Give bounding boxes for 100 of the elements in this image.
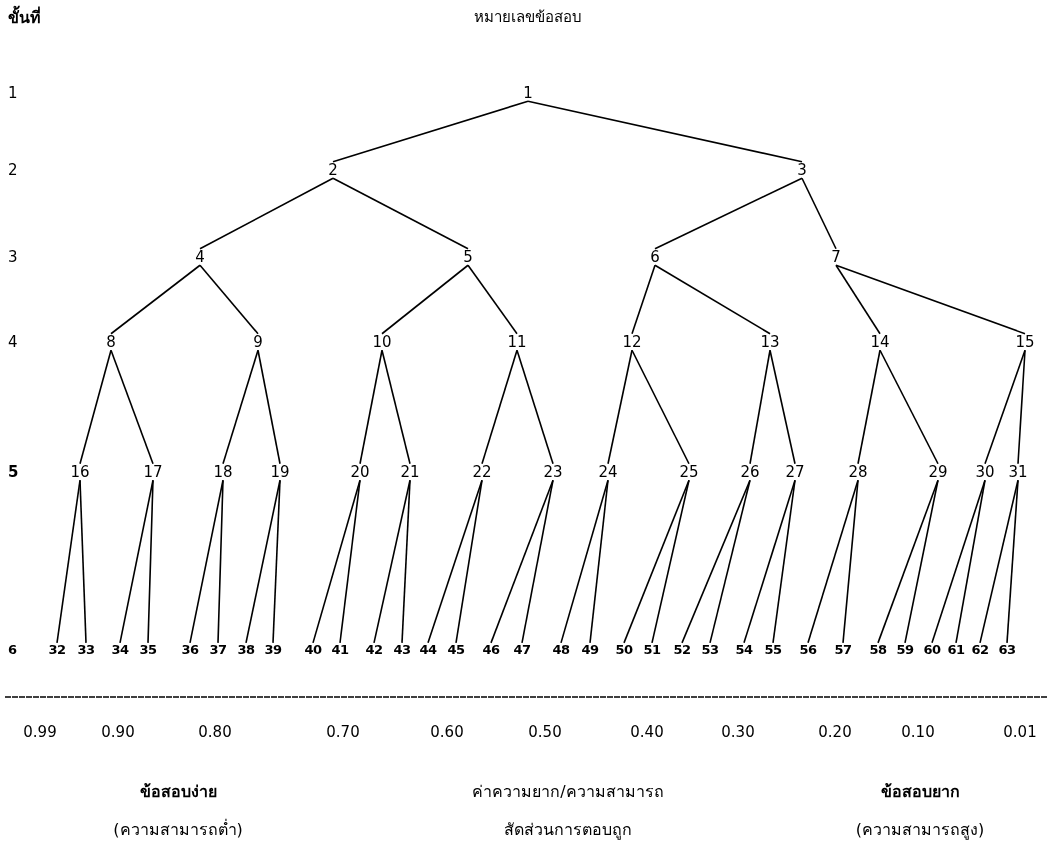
item-number: 57 [834,642,852,658]
item-number: 53 [701,642,719,658]
scale-value: 0.10 [901,723,935,741]
branch-line [199,177,334,250]
item-number: 15 [1015,333,1035,351]
branch-line [877,479,939,644]
branch-line [427,479,483,644]
branch-line [481,349,518,465]
branch-line [490,479,554,644]
item-number: 16 [70,463,90,481]
item-number: 12 [622,333,642,351]
step-number: 6 [8,642,18,658]
item-number: 56 [799,642,817,658]
step-number: 2 [8,161,18,179]
item-number: 11 [507,333,527,351]
item-number: 14 [870,333,890,351]
branch-line [842,479,859,644]
item-number: 59 [896,642,914,658]
item-number: 46 [482,642,500,658]
item-number: 28 [848,463,868,481]
item-number: 21 [400,463,420,481]
branch-line [257,349,281,465]
scale-value: 0.20 [818,723,852,741]
branch-line [1006,479,1019,644]
branch-line [381,264,469,335]
branch-line [332,177,469,250]
branch-line [743,479,796,644]
item-number: 51 [643,642,661,658]
item-number: 63 [998,642,1016,658]
branch-line [772,479,796,644]
item-number: 5 [463,248,473,266]
item-number: 42 [365,642,383,658]
scale-value: 0.60 [430,723,464,741]
branch-line [339,479,361,644]
axis-caption: ค่าความยาก/ความสามารถ [472,782,664,802]
item-number: 54 [735,642,753,658]
branch-line [110,264,201,335]
item-number: 31 [1008,463,1028,481]
branch-line [879,349,939,465]
item-number: 39 [264,642,282,658]
item-number: 58 [869,642,887,658]
item-number: 45 [447,642,465,658]
item-number: 43 [393,642,411,658]
item-number: 18 [213,463,233,481]
branch-line [904,479,939,644]
axis-caption: ข้อสอบง่าย [139,782,217,802]
item-number: 36 [181,642,199,658]
item-number: 6 [650,248,660,266]
item-number: 1 [523,84,533,102]
branch-line [467,264,518,335]
item-number: 17 [143,463,163,481]
item-number: 3 [797,161,807,179]
axis-caption: ข้อสอบยาก [880,782,960,802]
item-number: 2 [328,161,338,179]
branch-line [199,264,259,335]
item-number: 61 [947,642,965,658]
step-number: 1 [8,84,18,102]
branch-line [984,349,1026,465]
item-number: 40 [304,642,322,658]
branch-line [607,349,633,465]
item-number: 4 [195,248,205,266]
item-number: 33 [77,642,95,658]
branch-line [651,479,690,644]
branch-line [857,349,881,465]
item-number: 35 [139,642,157,658]
scale-value: 0.80 [198,723,232,741]
branch-line [681,479,751,644]
item-number: 20 [350,463,370,481]
item-number: 62 [971,642,989,658]
scale-value: 0.99 [23,723,57,741]
step-number: 3 [8,248,18,266]
branch-line [79,479,87,644]
item-number: 34 [111,642,129,658]
scale-value: 0.40 [630,723,664,741]
item-number: 7 [831,248,841,266]
item-number: 27 [785,463,805,481]
item-number: 49 [581,642,599,658]
branch-line [222,349,259,465]
branch-line [749,349,771,465]
branch-line [654,264,771,335]
branch-line [455,479,483,644]
scale-value: 0.50 [528,723,562,741]
item-number: 60 [923,642,941,658]
scale-value: 0.01 [1003,723,1037,741]
tree-heading: หมายเลขข้อสอบ [474,8,582,26]
branch-line [931,479,986,644]
item-number: 48 [552,642,570,658]
axis-caption: สัดส่วนการตอบถูก [504,820,632,840]
item-number: 30 [975,463,995,481]
branch-line [835,264,881,335]
item-number: 29 [928,463,948,481]
item-number: 13 [760,333,780,351]
branch-line [631,264,656,335]
branch-line [527,100,803,163]
branch-line [955,479,986,644]
item-number: 37 [209,642,227,658]
step-number: 4 [8,333,18,351]
item-number: 22 [472,463,492,481]
step-number: 5 [8,463,19,481]
branch-line [623,479,690,644]
